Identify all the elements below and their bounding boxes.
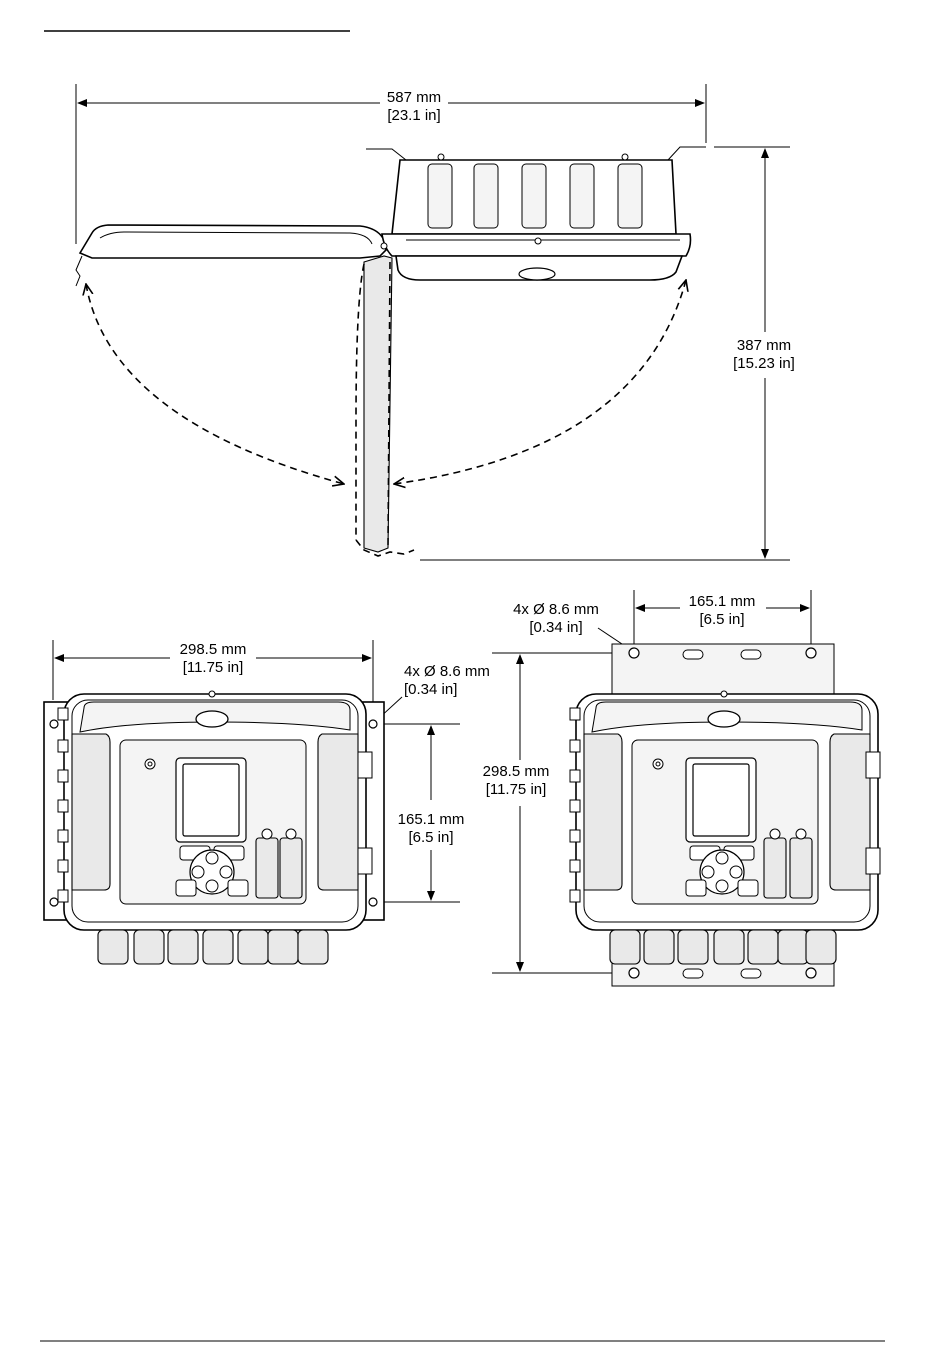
top-height-mm: 387 mm [737, 337, 791, 354]
mount-hole [629, 968, 639, 978]
top-height-in: [15.23 in] [733, 355, 795, 372]
right-holes-label: 4x Ø 8.6 mm [513, 601, 599, 618]
left-spacing-mm: 165.1 mm [398, 811, 465, 828]
mount-hole [806, 648, 816, 658]
left-holes-label: 4x Ø 8.6 mm [404, 663, 490, 680]
left-width-in: [11.75 in] [183, 659, 244, 676]
cable-glands-right [610, 930, 836, 964]
front-view-left: 298.5 mm [11.75 in] 4x Ø 8.6 mm [0.34 in… [44, 640, 490, 964]
left-spacing-in: [6.5 in] [408, 829, 453, 846]
mount-hole [806, 968, 816, 978]
right-height-in: [11.75 in] [486, 781, 547, 798]
mount-hole [50, 898, 58, 906]
top-view: 587 mm [23.1 in] 387 mm [15.23 in] [76, 84, 795, 560]
left-holes-in: [0.34 in] [404, 681, 457, 698]
open-door [80, 225, 386, 258]
mount-hole [369, 898, 377, 906]
right-height-mm: 298.5 mm [483, 763, 550, 780]
right-spacing-mm: 165.1 mm [689, 593, 756, 610]
mount-hole [629, 648, 639, 658]
mount-hole [369, 720, 377, 728]
enclosure-top [366, 147, 706, 280]
left-width-mm: 298.5 mm [180, 641, 247, 658]
top-width-mm: 587 mm [387, 89, 441, 106]
front-view-right: 165.1 mm [6.5 in] 4x Ø 8.6 mm [0.34 in] … [483, 590, 880, 986]
right-spacing-in: [6.5 in] [699, 611, 744, 628]
cable-glands-left [98, 930, 328, 964]
right-holes-in: [0.34 in] [529, 619, 582, 636]
top-width-in: [23.1 in] [387, 107, 440, 124]
mount-hole [50, 720, 58, 728]
